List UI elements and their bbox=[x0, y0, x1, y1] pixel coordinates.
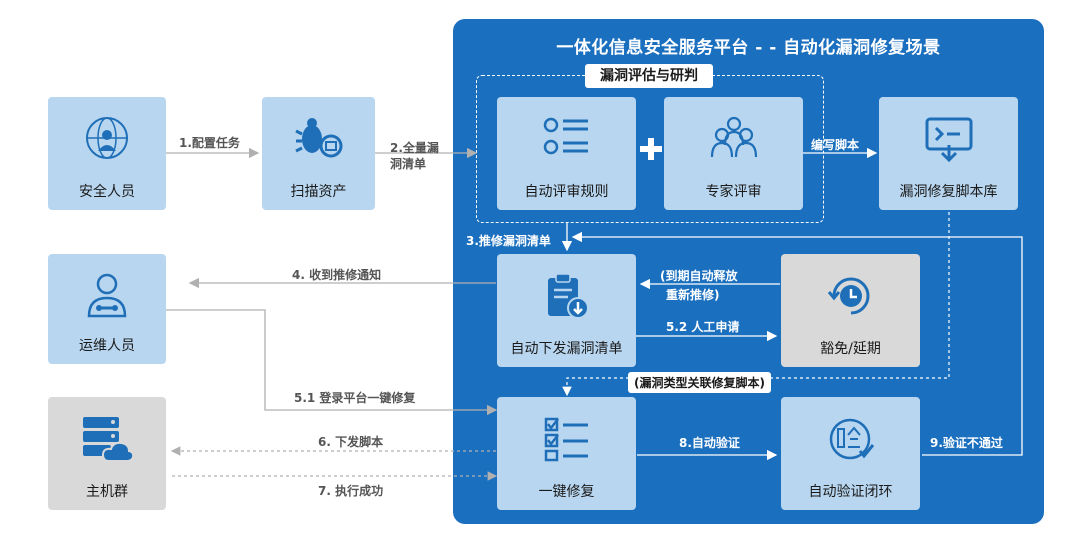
node-label: 自动评审规则 bbox=[524, 184, 609, 200]
server-cloud-icon bbox=[79, 415, 135, 467]
node-label: 安全人员 bbox=[79, 184, 135, 200]
label-configure-task: 1.配置任务 bbox=[179, 136, 240, 150]
label-manual-apply: 5.2 人工申请 bbox=[666, 320, 740, 334]
technician-icon bbox=[84, 272, 130, 322]
label-issue-script: 6. 下发脚本 bbox=[318, 435, 384, 449]
label-exec-success: 7. 执行成功 bbox=[318, 484, 384, 498]
people-group-icon bbox=[709, 115, 759, 165]
platform-title: 一体化信息安全服务平台 - - 自动化漏洞修复场景 bbox=[556, 38, 941, 58]
node-one-click-fix: 一键修复 bbox=[497, 397, 636, 510]
node-exempt-delay: 豁免/延期 bbox=[781, 254, 920, 367]
node-label: 扫描资产 bbox=[290, 184, 347, 200]
label-full-list-line2: 洞清单 bbox=[390, 157, 427, 171]
node-script-library: 漏洞修复脚本库 bbox=[879, 97, 1018, 210]
label-link-script: (漏洞类型关联修复脚本) bbox=[628, 372, 771, 393]
label-auto-verify: 8.自动验证 bbox=[679, 436, 740, 450]
label-push-repair-list: 3.推修漏洞清单 bbox=[466, 234, 551, 248]
node-label: 自动下发漏洞清单 bbox=[510, 341, 623, 357]
label-auto-release-line2: 重新推修) bbox=[666, 288, 720, 302]
node-label: 豁免/延期 bbox=[820, 341, 881, 357]
node-auto-rules: 自动评审规则 bbox=[497, 97, 636, 210]
label-full-list-line1: 2.全量漏 bbox=[390, 141, 439, 155]
plus-icon bbox=[638, 136, 664, 162]
node-expert-review: 专家评审 bbox=[664, 97, 803, 210]
globe-user-icon bbox=[84, 115, 130, 165]
node-label: 漏洞修复脚本库 bbox=[899, 184, 998, 200]
node-host-cluster: 主机群 bbox=[48, 397, 166, 510]
checkbox-list-icon bbox=[542, 415, 592, 467]
node-label: 主机群 bbox=[86, 484, 128, 500]
label-auto-release-line1: (到期自动释放 bbox=[660, 269, 738, 283]
node-auto-dispatch: 自动下发漏洞清单 bbox=[497, 254, 636, 367]
node-label: 自动验证闭环 bbox=[808, 484, 893, 500]
label-write-script: 编写脚本 bbox=[811, 138, 860, 152]
terminal-download-icon bbox=[924, 115, 974, 167]
node-label: 运维人员 bbox=[79, 338, 135, 354]
verify-badge-icon bbox=[826, 415, 876, 467]
node-security-staff: 安全人员 bbox=[48, 97, 166, 210]
node-label: 一键修复 bbox=[538, 484, 595, 500]
clipboard-download-icon bbox=[542, 272, 592, 324]
node-auto-verify-loop: 自动验证闭环 bbox=[781, 397, 920, 510]
checklist-icon bbox=[542, 115, 592, 165]
label-receive-notice: 4. 收到推修通知 bbox=[292, 268, 382, 282]
clock-refresh-icon bbox=[826, 272, 876, 324]
node-label: 专家评审 bbox=[705, 184, 762, 200]
node-ops-staff: 运维人员 bbox=[48, 254, 166, 364]
node-scan-assets: 扫描资产 bbox=[262, 97, 375, 210]
bug-icon bbox=[294, 115, 344, 165]
label-login-fix: 5.1 登录平台一键修复 bbox=[294, 391, 416, 405]
assessment-label: 漏洞评估与研判 bbox=[585, 64, 713, 88]
label-verify-fail: 9.验证不通过 bbox=[930, 436, 1003, 450]
